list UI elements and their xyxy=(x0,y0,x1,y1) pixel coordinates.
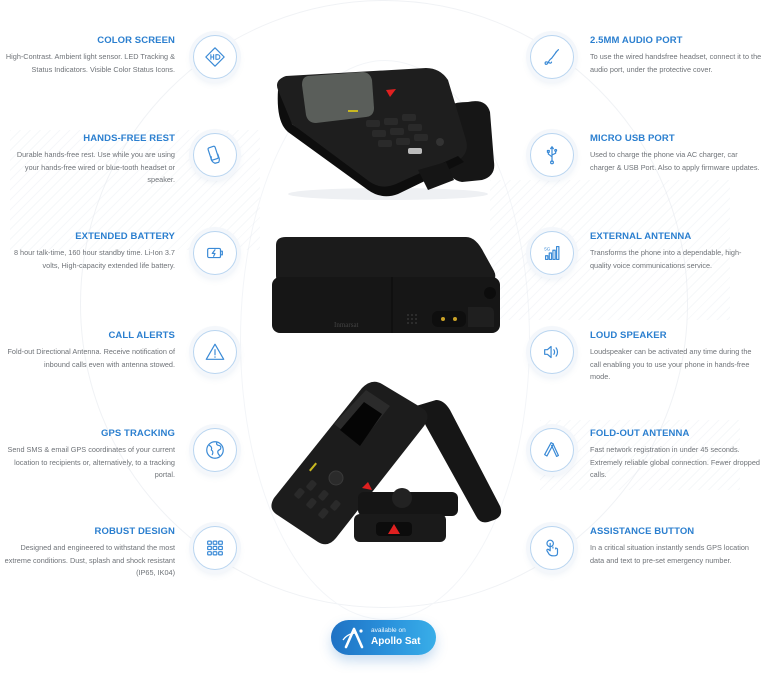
feature-title: HANDS-FREE REST xyxy=(83,133,175,144)
feature-description: Fold-out Directional Antenna. Receive no… xyxy=(7,347,175,369)
cta-brand-text: Apollo Sat xyxy=(371,635,421,647)
phone-side-view-image: Inmarsat xyxy=(272,237,500,333)
feature-description: Transforms the phone into a dependable, … xyxy=(590,248,742,270)
signal-5g-icon: 5G xyxy=(530,231,574,275)
svg-text:5G: 5G xyxy=(544,246,551,251)
feature-title: FOLD-OUT ANTENNA xyxy=(590,428,690,439)
fold-antenna-icon xyxy=(530,428,574,472)
audio-jack-icon xyxy=(530,35,574,79)
apollo-sat-logo-icon xyxy=(342,627,364,648)
feature-fold-out-antenna: FOLD-OUT ANTENNA Fast network registrati… xyxy=(520,428,768,498)
feature-extended-battery: EXTENDED BATTERY 8 hour talk-time, 160 h… xyxy=(0,231,250,301)
feature-audio-port: 2.5MM AUDIO PORT To use the wired handsf… xyxy=(520,35,768,105)
feature-color-screen: COLOR SCREEN High-Contrast. Ambient ligh… xyxy=(0,35,250,105)
brand-label: Inmarsat xyxy=(334,321,359,329)
apollo-sat-badge-button[interactable]: available on Apollo Sat xyxy=(331,620,436,655)
usb-icon xyxy=(530,133,574,177)
feature-title: MICRO USB PORT xyxy=(590,133,675,144)
feature-title: EXTERNAL ANTENNA xyxy=(590,231,692,242)
feature-description: Durable hands-free rest. Use while you a… xyxy=(16,150,175,185)
feature-description: Designed and engineered to withstand the… xyxy=(4,543,175,578)
feature-assistance-button: ASSISTANCE BUTTON In a critical situatio… xyxy=(520,526,768,596)
feature-description: 8 hour talk-time, 160 hour standby time.… xyxy=(13,248,175,270)
hand-phone-icon xyxy=(193,133,237,177)
feature-title: CALL ALERTS xyxy=(108,330,175,341)
feature-title: LOUD SPEAKER xyxy=(590,330,667,341)
phone-top-view-image xyxy=(277,68,495,200)
feature-description: To use the wired handsfree headset, conn… xyxy=(590,52,762,74)
battery-charging-icon xyxy=(193,231,237,275)
feature-title: ROBUST DESIGN xyxy=(94,526,175,537)
feature-external-antenna: 5G EXTERNAL ANTENNA Transforms the phone… xyxy=(520,231,768,301)
feature-hands-free-rest: HANDS-FREE REST Durable hands-free rest.… xyxy=(0,133,250,203)
feature-description: In a critical situation instantly sends … xyxy=(590,543,749,565)
warning-triangle-icon xyxy=(193,330,237,374)
feature-title: 2.5MM AUDIO PORT xyxy=(590,35,683,46)
grid-keypad-icon xyxy=(193,526,237,570)
feature-description: Used to charge the phone via AC charger,… xyxy=(590,150,760,172)
feature-title: EXTENDED BATTERY xyxy=(75,231,175,242)
feature-robust-design: ROBUST DESIGN Designed and engineered to… xyxy=(0,526,250,596)
feature-title: GPS TRACKING xyxy=(100,428,175,439)
globe-icon xyxy=(193,428,237,472)
feature-description: High-Contrast. Ambient light sensor. LED… xyxy=(5,52,175,74)
feature-description: Fast network registration in under 45 se… xyxy=(590,445,760,480)
feature-call-alerts: CALL ALERTS Fold-out Directional Antenna… xyxy=(0,330,250,400)
phone-antenna-open-view-image xyxy=(271,381,502,545)
cta-available-on-text: available on xyxy=(371,627,406,635)
feature-description: Loudspeaker can be activated any time du… xyxy=(590,347,752,382)
feature-gps-tracking: GPS TRACKING Send SMS & email GPS coordi… xyxy=(0,428,250,498)
feature-title: COLOR SCREEN xyxy=(97,35,175,46)
speaker-icon xyxy=(530,330,574,374)
feature-micro-usb-port: MICRO USB PORT Used to charge the phone … xyxy=(520,133,768,203)
touch-hand-icon xyxy=(530,526,574,570)
feature-loud-speaker: LOUD SPEAKER Loudspeaker can be activate… xyxy=(520,330,768,400)
hd-icon xyxy=(193,35,237,79)
feature-title: ASSISTANCE BUTTON xyxy=(590,526,695,537)
feature-description: Send SMS & email GPS coordinates of your… xyxy=(7,445,175,480)
